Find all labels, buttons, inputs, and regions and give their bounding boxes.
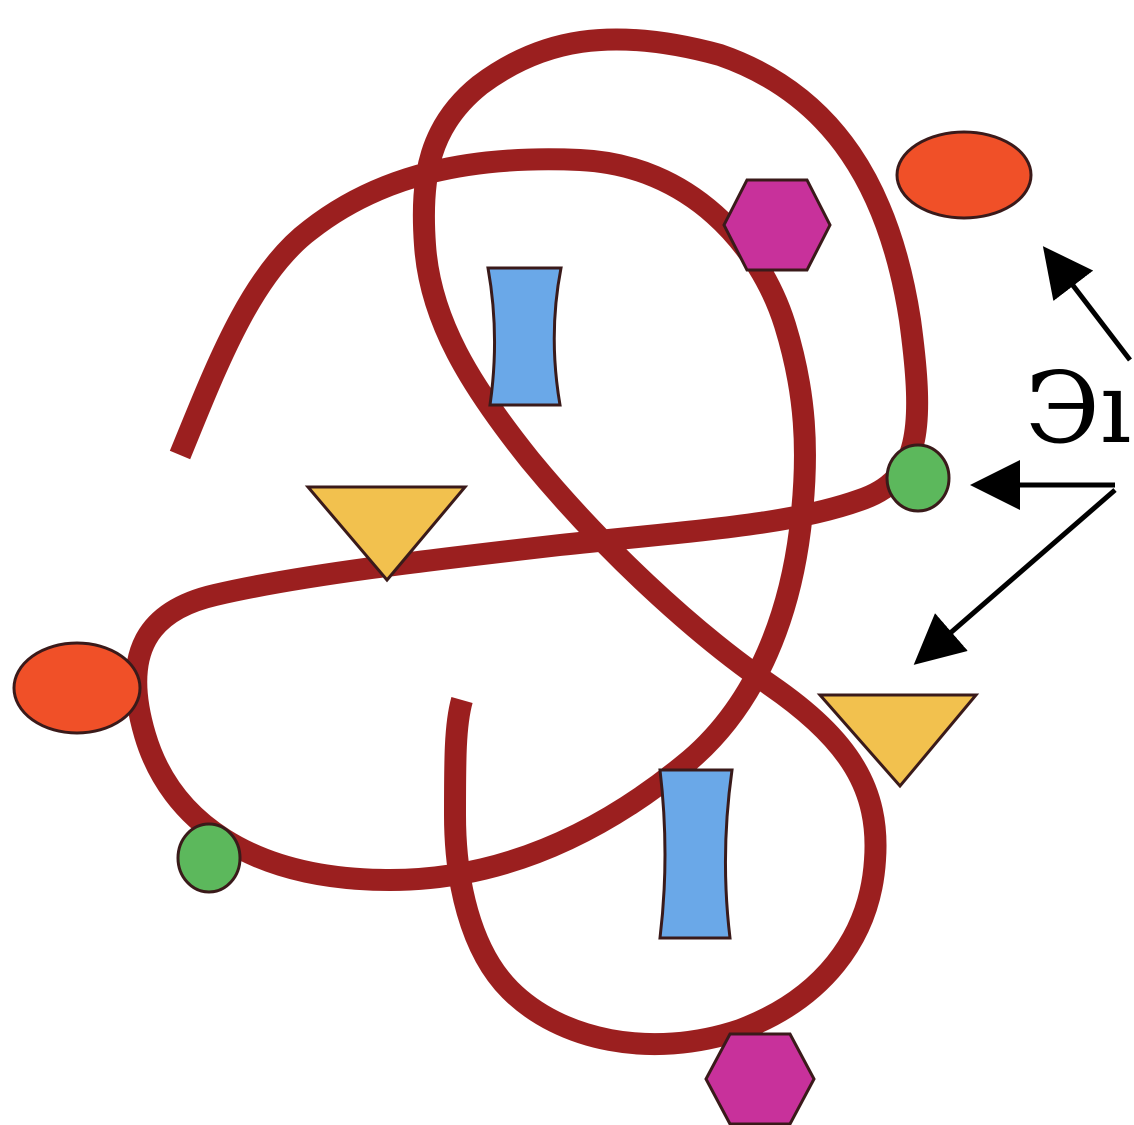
orange-ellipse: [14, 643, 140, 733]
magenta-hexagon: [706, 1034, 814, 1124]
blue-rectangle: [488, 268, 561, 405]
orange-ellipse: [897, 132, 1031, 218]
green-circle: [887, 445, 949, 511]
blue-rectangle: [660, 770, 732, 938]
green-circle: [178, 824, 240, 892]
magenta-hexagon: [724, 180, 830, 270]
diagram-label: Эı: [1025, 352, 1131, 466]
